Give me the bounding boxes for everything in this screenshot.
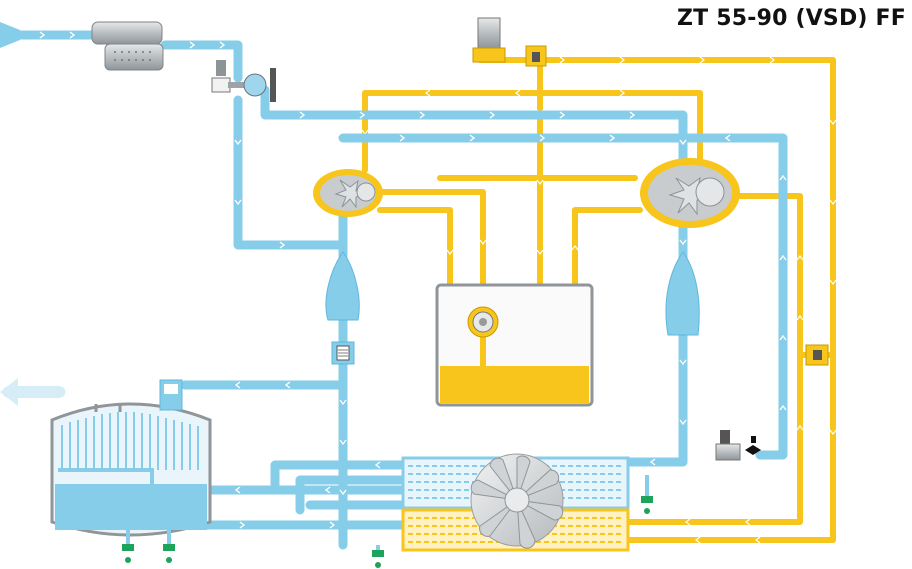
drain-valves [122, 475, 653, 568]
check-valve [331, 341, 355, 365]
thermostatic-valve [805, 344, 829, 366]
aftercooler-separator [665, 251, 700, 336]
air-flow-arrows [39, 31, 787, 529]
inlet-funnel-icon [0, 22, 20, 48]
intercooler-separator [325, 251, 360, 321]
air-line-bleed-left [233, 95, 348, 250]
high-pressure-element [640, 158, 740, 228]
exhaust-arrow [0, 378, 60, 406]
oil-line-lp-to-sump-a [377, 189, 486, 293]
dryer-vessel [50, 379, 212, 537]
oil-line-upper-loop [362, 90, 703, 173]
air-line-lp-loop [338, 133, 788, 460]
solenoid-valve [715, 430, 761, 461]
air-line-ic-in-top [270, 460, 410, 490]
air-line-to-lp-header [260, 85, 688, 185]
oil-sump [435, 283, 594, 407]
diagram-title: ZT 55-90 (VSD) FF [677, 6, 906, 31]
cooler-fan [470, 453, 564, 549]
oil-pump [467, 306, 499, 338]
unloader-valve [211, 60, 276, 102]
air-line-ac-loop [295, 475, 410, 515]
oil-line-hp-to-sump [572, 207, 643, 293]
inlet-filter [91, 21, 164, 71]
oil-line-top-header [477, 57, 836, 543]
air-line-filter-out [160, 40, 243, 83]
air-circuit [2, 30, 788, 550]
oil-line-lp-to-sump-b [377, 207, 453, 293]
oil-stop-valve [472, 17, 547, 67]
oil-line-hp-right [625, 193, 803, 525]
low-pressure-element [313, 169, 383, 217]
